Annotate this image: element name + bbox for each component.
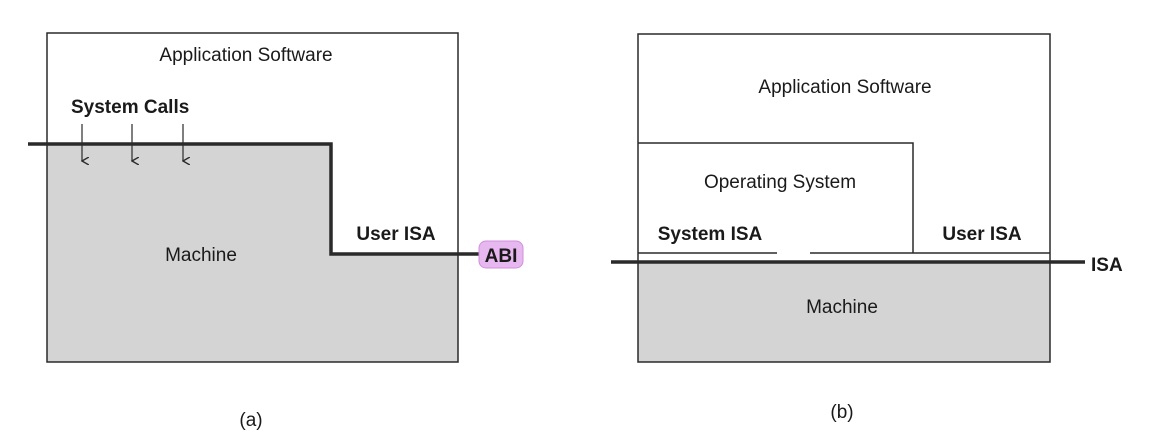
machine-region-b — [638, 262, 1050, 362]
operating-system-box — [638, 142, 914, 253]
user-isa-label-b: User ISA — [942, 224, 1021, 245]
diagram-a: Application Software System Calls Machin… — [28, 32, 524, 431]
system-calls-label: System Calls — [71, 97, 189, 118]
system-isa-label: System ISA — [658, 224, 763, 245]
machine-region-a — [47, 144, 458, 362]
isa-label: ISA — [1091, 255, 1123, 276]
abi-label: ABI — [485, 246, 518, 267]
abi-highlight — [478, 240, 524, 269]
caption-a: (a) — [239, 410, 262, 431]
abi-boundary-line — [28, 142, 480, 256]
operating-system-label: Operating System — [704, 172, 856, 193]
application-software-label-a: Application Software — [159, 45, 332, 66]
machine-label-a: Machine — [165, 245, 237, 266]
caption-b: (b) — [830, 402, 853, 423]
machine-label-b: Machine — [806, 297, 878, 318]
user-isa-label-a: User ISA — [356, 224, 435, 245]
diagram-b: Application Software Operating System Sy… — [611, 33, 1123, 423]
outer-box-a — [46, 32, 459, 363]
outer-box-b — [637, 33, 1051, 363]
application-software-label-b: Application Software — [758, 77, 931, 98]
